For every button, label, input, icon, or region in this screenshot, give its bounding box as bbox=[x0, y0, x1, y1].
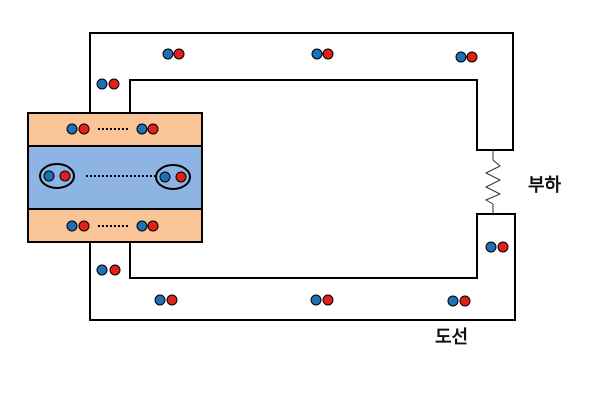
load-resistor bbox=[484, 150, 502, 214]
particle-pair bbox=[485, 241, 509, 253]
particle-enclosure bbox=[155, 164, 191, 190]
particle-pair bbox=[154, 294, 178, 306]
particle-pair bbox=[311, 48, 334, 60]
particle-pair bbox=[66, 123, 90, 135]
particle-pair bbox=[159, 171, 187, 183]
particle-pair bbox=[96, 264, 121, 276]
particle-pair bbox=[162, 48, 185, 60]
outer-wire-lower bbox=[89, 213, 516, 321]
particle-pair bbox=[310, 294, 334, 306]
particle-pair bbox=[136, 123, 159, 135]
load-label: 부하 bbox=[528, 175, 562, 196]
cell bbox=[27, 112, 203, 243]
wire-label: 도선 bbox=[435, 327, 468, 348]
particle-pair bbox=[455, 51, 478, 63]
particle-pair bbox=[447, 295, 471, 307]
particle-enclosure bbox=[39, 163, 75, 189]
particles bbox=[43, 48, 509, 307]
particle-pair bbox=[66, 220, 90, 232]
electrolyte bbox=[27, 145, 203, 210]
particle-pair bbox=[136, 220, 159, 232]
particle-pair bbox=[96, 78, 120, 90]
inner-wire-lower bbox=[129, 213, 493, 279]
outer-wire-upper bbox=[89, 32, 514, 151]
particle-pair bbox=[43, 170, 71, 182]
inner-wire-upper bbox=[129, 79, 493, 151]
